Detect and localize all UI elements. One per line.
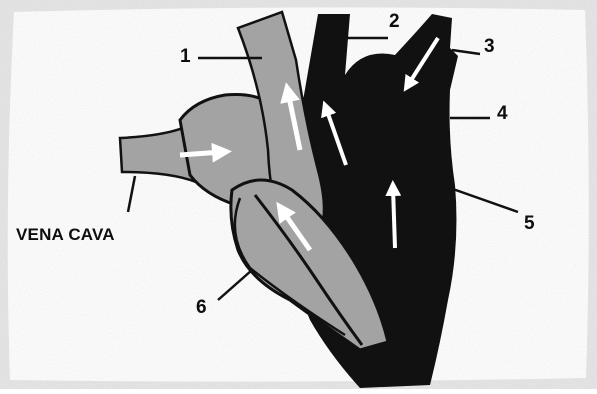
label-5: 5 <box>524 214 535 233</box>
arrow-icon <box>393 188 395 248</box>
label-6: 6 <box>196 298 207 317</box>
label-1: 1 <box>180 47 191 66</box>
label-4: 4 <box>497 104 508 123</box>
label-3: 3 <box>484 37 495 56</box>
arrow-icon <box>180 152 222 155</box>
vena-cava-label: VENA CAVA <box>16 226 115 243</box>
label-2: 2 <box>389 12 400 31</box>
